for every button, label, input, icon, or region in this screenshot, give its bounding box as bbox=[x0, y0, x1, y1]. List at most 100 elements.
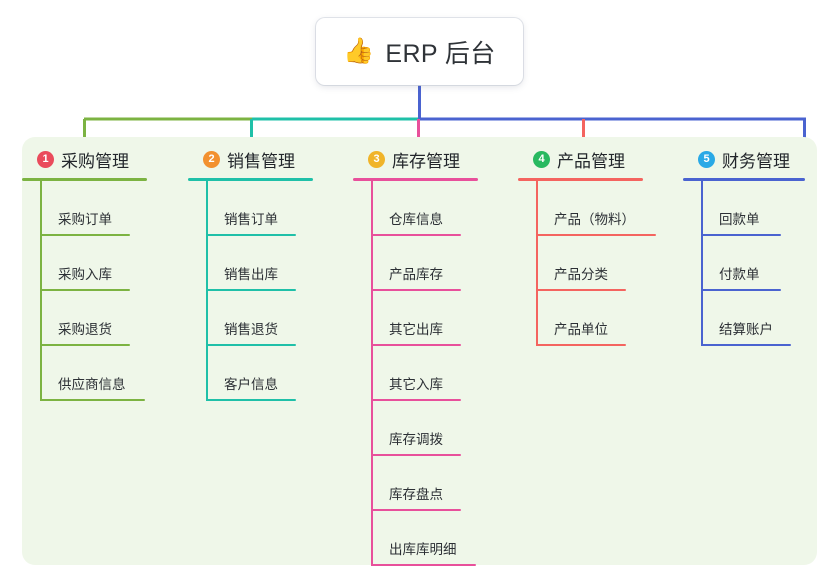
branch-item[interactable]: 出库库明细 bbox=[353, 511, 518, 566]
root-node[interactable]: 👍 ERP 后台 bbox=[316, 18, 523, 85]
branch-title-5: 财务管理 bbox=[722, 151, 790, 171]
branch-item-underline bbox=[536, 234, 656, 236]
branch-item[interactable]: 客户信息 bbox=[188, 346, 353, 401]
branch-item[interactable]: 产品（物料） bbox=[518, 181, 683, 236]
branch-children-3: 仓库信息产品库存其它出库其它入库库存调拨库存盘点出库库明细 bbox=[353, 181, 518, 566]
branch-item[interactable]: 回款单 bbox=[683, 181, 838, 236]
branch-column-2: 2 销售管理销售订单销售出库销售退货客户信息 bbox=[188, 146, 353, 401]
branch-column-4: 4 产品管理产品（物料） 产品分类产品单位 bbox=[518, 146, 683, 346]
branch-underline-4 bbox=[518, 178, 643, 181]
branch-item-underline bbox=[371, 289, 461, 291]
branch-underline-2 bbox=[188, 178, 313, 181]
branch-header-2[interactable]: 2 销售管理 bbox=[188, 146, 353, 172]
branch-title-2: 销售管理 bbox=[227, 151, 295, 171]
branch-column-1: 1 采购管理采购订单采购入库采购退货供应商信息 bbox=[22, 146, 187, 401]
branch-title-1: 采购管理 bbox=[61, 151, 129, 171]
branch-column-3: 3 库存管理仓库信息产品库存其它出库其它入库库存调拨库存盘点出库库明细 bbox=[353, 146, 518, 566]
branch-underline-1 bbox=[22, 178, 147, 181]
branch-spine-3 bbox=[371, 181, 373, 566]
branch-item[interactable]: 产品分类 bbox=[518, 236, 683, 291]
branch-item[interactable]: 仓库信息 bbox=[353, 181, 518, 236]
branch-spine-1 bbox=[40, 181, 42, 401]
branch-item-underline bbox=[701, 344, 791, 346]
branch-item-underline bbox=[206, 344, 296, 346]
branch-item[interactable]: 销售订单 bbox=[188, 181, 353, 236]
branch-item-underline bbox=[206, 289, 296, 291]
branch-children-1: 采购订单采购入库采购退货供应商信息 bbox=[22, 181, 187, 401]
branch-underline-3 bbox=[353, 178, 478, 181]
branch-item-underline bbox=[206, 234, 296, 236]
branch-item-label: 采购订单 bbox=[58, 212, 112, 227]
branch-item[interactable]: 其它入库 bbox=[353, 346, 518, 401]
branch-item-label: 产品分类 bbox=[554, 267, 608, 282]
branch-item-label: 客户信息 bbox=[224, 377, 278, 392]
branch-item[interactable]: 产品库存 bbox=[353, 236, 518, 291]
branch-item-underline bbox=[40, 289, 130, 291]
branch-title-4: 产品管理 bbox=[557, 151, 625, 171]
branch-item[interactable]: 库存调拨 bbox=[353, 401, 518, 456]
branch-item-label: 回款单 bbox=[719, 212, 760, 227]
branch-spine-2 bbox=[206, 181, 208, 401]
branch-badge-4: 4 bbox=[533, 150, 550, 168]
branch-item-label: 采购入库 bbox=[58, 267, 112, 282]
branch-item[interactable]: 销售出库 bbox=[188, 236, 353, 291]
branch-item-label: 库存盘点 bbox=[389, 487, 443, 502]
branch-item[interactable]: 其它出库 bbox=[353, 291, 518, 346]
branch-item-underline bbox=[371, 509, 461, 511]
branch-item-label: 产品库存 bbox=[389, 267, 443, 282]
branch-item-underline bbox=[536, 344, 626, 346]
branch-item-underline bbox=[371, 234, 461, 236]
branch-item-underline bbox=[206, 399, 296, 401]
branch-item[interactable]: 产品单位 bbox=[518, 291, 683, 346]
branch-item-label: 产品单位 bbox=[554, 322, 608, 337]
branch-badge-1: 1 bbox=[37, 150, 54, 168]
branch-badge-2: 2 bbox=[203, 150, 220, 168]
branch-item[interactable]: 采购入库 bbox=[22, 236, 187, 291]
branch-children-2: 销售订单销售出库销售退货客户信息 bbox=[188, 181, 353, 401]
branch-item-underline bbox=[371, 344, 461, 346]
branch-item-underline bbox=[536, 289, 626, 291]
branch-header-1[interactable]: 1 采购管理 bbox=[22, 146, 187, 172]
branch-item-underline bbox=[371, 454, 461, 456]
branch-item-label: 其它出库 bbox=[389, 322, 443, 337]
branch-item[interactable]: 付款单 bbox=[683, 236, 838, 291]
branch-item-label: 采购退货 bbox=[58, 322, 112, 337]
branch-header-5[interactable]: 5 财务管理 bbox=[683, 146, 838, 172]
root-label: ERP 后台 bbox=[385, 39, 496, 68]
branch-children-5: 回款单付款单结算账户 bbox=[683, 181, 838, 346]
branch-item-label: 供应商信息 bbox=[58, 377, 126, 392]
branch-item[interactable]: 销售退货 bbox=[188, 291, 353, 346]
branch-spine-5 bbox=[701, 181, 703, 346]
branch-item-label: 销售出库 bbox=[224, 267, 278, 282]
branch-header-3[interactable]: 3 库存管理 bbox=[353, 146, 518, 172]
branch-badge-3: 3 bbox=[368, 150, 385, 168]
branch-item[interactable]: 采购退货 bbox=[22, 291, 187, 346]
branch-underline-5 bbox=[683, 178, 805, 181]
branch-children-4: 产品（物料） 产品分类产品单位 bbox=[518, 181, 683, 346]
branch-item-label: 库存调拨 bbox=[389, 432, 443, 447]
branch-item[interactable]: 供应商信息 bbox=[22, 346, 187, 401]
branch-item[interactable]: 采购订单 bbox=[22, 181, 187, 236]
branch-title-3: 库存管理 bbox=[392, 151, 460, 171]
branch-item-underline bbox=[40, 234, 130, 236]
branch-badge-5: 5 bbox=[698, 150, 715, 168]
diagram-board bbox=[22, 137, 817, 565]
branch-spine-4 bbox=[536, 181, 538, 346]
branch-column-5: 5 财务管理回款单付款单结算账户 bbox=[683, 146, 838, 346]
branch-item[interactable]: 库存盘点 bbox=[353, 456, 518, 511]
branch-item-underline bbox=[371, 564, 476, 566]
branch-item-label: 结算账户 bbox=[719, 322, 773, 337]
branch-item-label: 产品（物料） bbox=[554, 212, 635, 227]
branch-item-label: 仓库信息 bbox=[389, 212, 443, 227]
branch-item-underline bbox=[701, 234, 781, 236]
branch-item-label: 销售订单 bbox=[224, 212, 278, 227]
branch-item-label: 付款单 bbox=[719, 267, 760, 282]
branch-item-label: 销售退货 bbox=[224, 322, 278, 337]
branch-item[interactable]: 结算账户 bbox=[683, 291, 838, 346]
branch-header-4[interactable]: 4 产品管理 bbox=[518, 146, 683, 172]
branch-item-underline bbox=[371, 399, 461, 401]
thumbs-up-icon: 👍 bbox=[343, 37, 375, 65]
branch-item-label: 其它入库 bbox=[389, 377, 443, 392]
branch-item-label: 出库库明细 bbox=[389, 542, 457, 557]
